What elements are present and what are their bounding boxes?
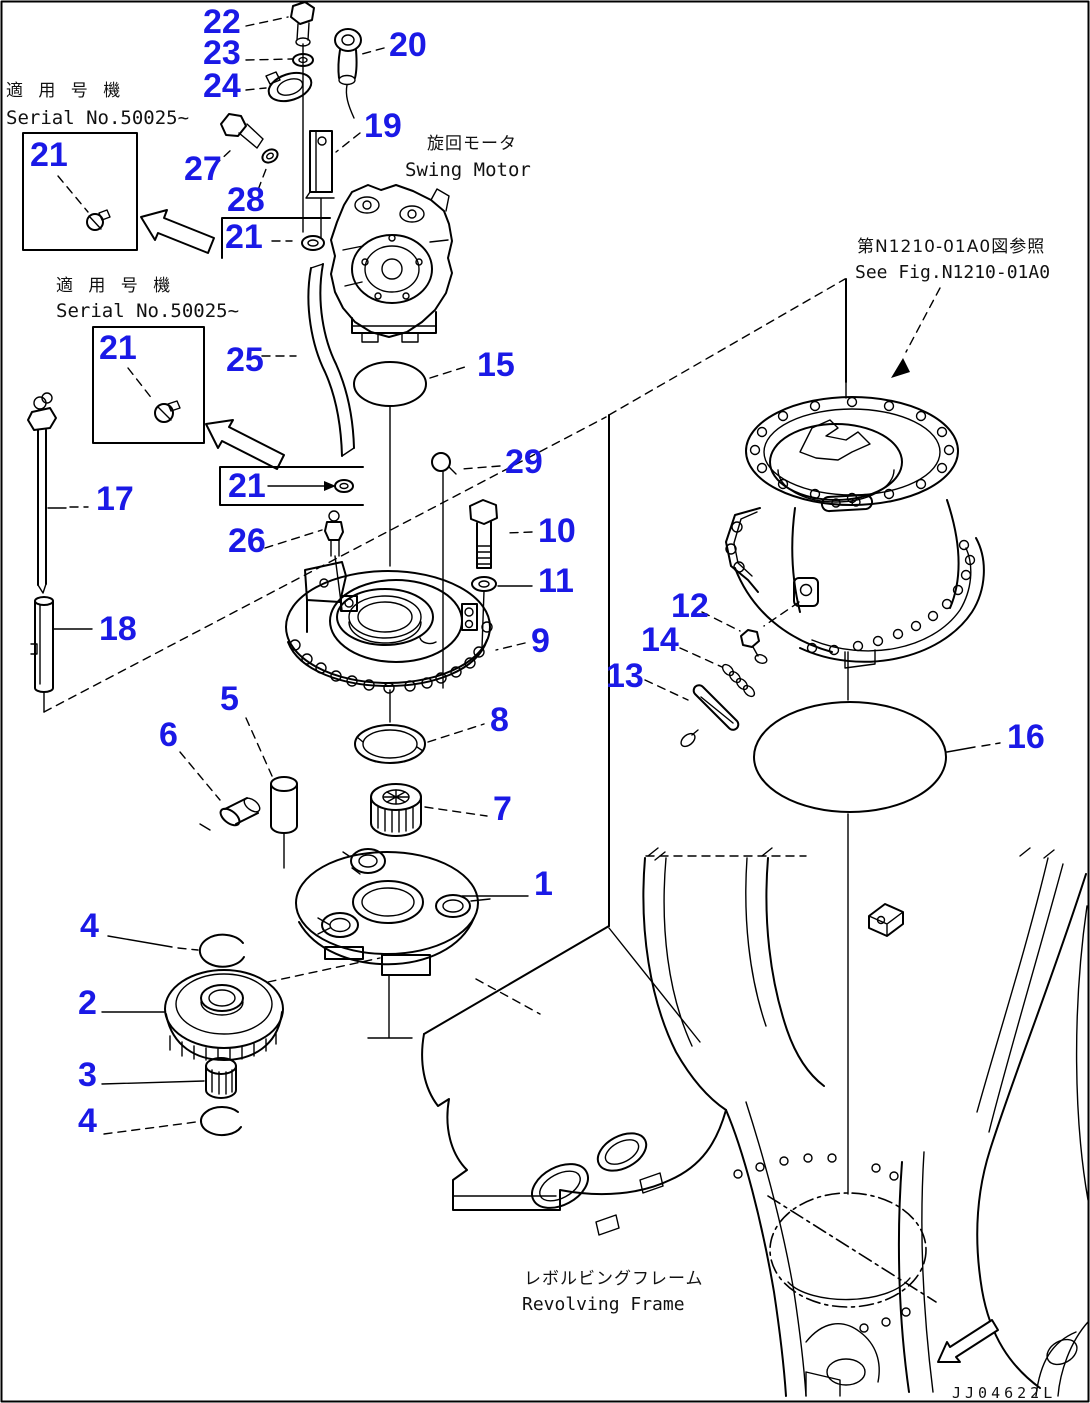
part-16-oring [753, 701, 947, 813]
frame-boss-circle [769, 1192, 927, 1308]
part-28-washer [261, 148, 279, 164]
frame-block [868, 903, 904, 937]
callout-23: 23 [203, 34, 241, 72]
part-20-valve [334, 28, 362, 119]
callout-21-top: 21 [225, 218, 263, 256]
callout-8: 8 [490, 701, 509, 739]
see-fig-reference: 第N1210-01A0図参照 See Fig.N1210-01A0 [855, 237, 1050, 378]
revolving-frame-label-jp: レボルビングフレーム [524, 1269, 704, 1289]
serial-note-top-box [22, 132, 138, 251]
case-flange-holes [749, 396, 955, 504]
part-11-washer [471, 576, 497, 649]
part-21-bushing-top [301, 235, 325, 251]
case-base-holes [806, 539, 976, 656]
drawing-code: JJ04622L [952, 1384, 1056, 1402]
serial-note-mid-en: Serial No.50025~ [56, 300, 239, 322]
part-3-rollers [205, 1057, 237, 1099]
callout-20: 20 [389, 26, 427, 64]
callout-24: 24 [203, 67, 241, 105]
part-8-ring [354, 689, 426, 764]
callout-14: 14 [641, 621, 679, 659]
swing-motor-drawing [330, 184, 453, 343]
serial-note-top-jp: 適 用 号 機 [6, 81, 125, 101]
see-fig-en: See Fig.N1210-01A0 [855, 262, 1050, 283]
revolving-frame-label-en: Revolving Frame [522, 1294, 685, 1315]
part-19-plate [305, 130, 335, 239]
bracket-21-mid [219, 466, 364, 506]
serial-note-mid-jp: 適 用 号 機 [56, 276, 175, 296]
part-15-oring [353, 361, 427, 407]
part-9-carrier-assembly [285, 561, 493, 694]
callout-22: 22 [203, 3, 241, 41]
serial-note-top: 適 用 号 機 Serial No.50025~ 21 [6, 81, 215, 254]
callout-18: 18 [99, 610, 137, 648]
top-parts-group [213, 1, 385, 259]
callout-9: 9 [531, 622, 550, 660]
swing-case-drawing [725, 381, 985, 669]
callout-25: 25 [226, 341, 264, 379]
pointer-arrow-top [140, 209, 215, 254]
callout-15: 15 [477, 346, 515, 384]
carrier-9-rim-holes [289, 621, 493, 694]
plug-part-box2 [154, 400, 181, 423]
callout-12: 12 [671, 587, 709, 625]
callout-5: 5 [220, 680, 239, 718]
part-13-pin [680, 684, 740, 748]
part-4-snapring-lower [200, 1106, 242, 1137]
part-24-clamp [265, 71, 313, 103]
revolving-frame-drawing [421, 847, 1089, 1397]
callout-2: 2 [78, 984, 97, 1022]
part-14-spring [721, 663, 756, 698]
part-6-pin [199, 797, 261, 831]
part-27-bolt [220, 113, 264, 149]
part-10-bolt [469, 499, 498, 569]
see-fig-jp: 第N1210-01A0図参照 [857, 237, 1045, 257]
part-23-washer [292, 53, 314, 67]
part-1-carrier [295, 848, 491, 1039]
callout-28: 28 [227, 181, 265, 219]
callout-4-lower: 4 [78, 1102, 97, 1140]
callout-21-mid: 21 [228, 467, 266, 505]
part-2-gear [164, 969, 284, 1061]
serial-note-mid-box [92, 326, 205, 444]
serial-note-mid: 適 用 号 機 Serial No.50025~ 21 [56, 276, 285, 470]
callout-16: 16 [1007, 718, 1045, 756]
plug-part-box1 [86, 209, 111, 231]
pointer-arrow-mid [205, 419, 285, 470]
part-4-snapring-upper [198, 933, 245, 968]
callout-19: 19 [364, 107, 402, 145]
callout-10: 10 [538, 512, 576, 550]
serial-note-top-en: Serial No.50025~ [6, 107, 189, 129]
callout-6: 6 [159, 716, 178, 754]
callout-3: 3 [78, 1056, 97, 1094]
callout-11: 11 [538, 562, 574, 600]
swing-motor-label-jp: 旋回モータ [427, 134, 517, 154]
callout-27: 27 [184, 150, 222, 188]
frame-boss-holes [733, 1153, 911, 1333]
part-22-bolt [290, 1, 315, 47]
callout-21-box2: 21 [99, 329, 137, 367]
callout-numbers: 22 23 24 20 19 27 28 21 25 15 21 29 17 2… [78, 3, 1045, 1140]
callout-17: 17 [96, 480, 134, 518]
region-boundary-lines [43, 278, 847, 1035]
swing-motor-label-en: Swing Motor [405, 159, 531, 181]
callout-26: 26 [228, 522, 266, 560]
part-17-dipstick [27, 392, 57, 594]
callout-29: 29 [505, 443, 543, 481]
callout-13: 13 [606, 657, 644, 695]
part-7-coupling [370, 783, 422, 837]
bracket-21-top [221, 217, 331, 259]
part-5-pin [270, 776, 298, 869]
part-25-pipe [307, 263, 355, 457]
frame-arrow-bracket [937, 1319, 999, 1363]
callout-4-upper: 4 [80, 907, 99, 945]
callout-21-box1: 21 [30, 136, 68, 174]
see-fig-arrowhead [891, 358, 910, 378]
part-12-bolt [740, 629, 768, 664]
callout-1: 1 [534, 865, 553, 903]
part-18-tube [30, 596, 54, 713]
callout-7: 7 [493, 790, 512, 828]
